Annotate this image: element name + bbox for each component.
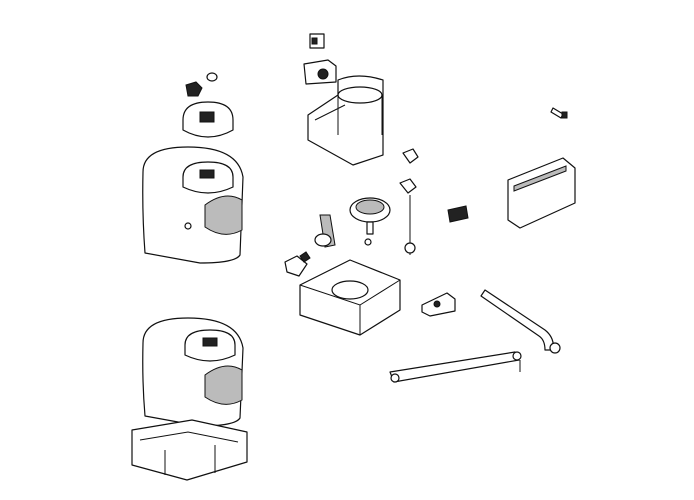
rod-part	[404, 195, 416, 255]
gear-part	[349, 197, 391, 246]
small-cap-part	[185, 72, 218, 97]
worm-shaft-part	[314, 214, 336, 248]
mounting-plate-part	[507, 157, 576, 229]
motor-cover-part	[142, 146, 244, 264]
limit-switch-part	[309, 33, 325, 49]
motor-housing-part	[307, 75, 384, 166]
screw-part	[550, 107, 568, 119]
bearing-part	[284, 251, 311, 277]
straight-arm-part	[389, 351, 522, 383]
bracket-part	[303, 59, 337, 85]
gearbox-base-part	[299, 259, 401, 336]
release-knob-part	[182, 101, 234, 138]
clip-part	[399, 148, 419, 194]
stop-block-part	[421, 292, 456, 317]
connector-part	[447, 205, 469, 223]
curved-arm-part	[480, 289, 561, 354]
assembled-operator-part	[131, 317, 248, 481]
